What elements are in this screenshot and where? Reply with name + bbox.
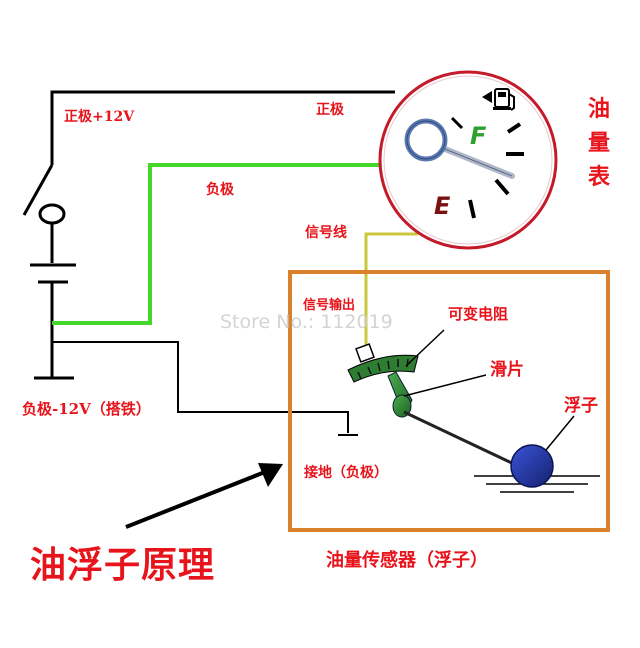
leader-variable-resistor [405,329,445,367]
gauge-tick [450,116,464,130]
pointer-arrow [125,463,283,529]
ground-wire [52,341,349,433]
negative-wire [52,163,382,325]
label-ground-negative: 接地（负极） [304,465,388,481]
watermark: Store No.: 112019 [220,311,393,333]
gauge-full-mark: F [470,122,487,150]
label-variable-resistor: 可变电阻 [448,305,509,323]
principle-title: 油浮子原理 [30,545,216,586]
gauge-title-char: 油 [587,96,610,122]
label-signal-output: 信号输出 [303,298,356,313]
leader-slider [403,374,487,397]
label-negative: 负极 [206,182,234,198]
gauge-needle [404,118,515,179]
label-signal-line: 信号线 [305,225,347,241]
signal-wire [364,232,418,350]
switch-blade [22,164,54,216]
label-float: 浮子 [564,396,598,416]
gauge-tick [506,122,522,134]
switch-contact [38,203,66,225]
gauge-tick [494,178,510,196]
gauge-tick [468,199,476,219]
gauge-title-char: 表 [587,164,610,190]
leader-float [545,415,575,451]
gauge-title-char: 量 [587,130,610,156]
label-positive-12v: 正极+12V [64,109,135,125]
gauge-empty-mark: E [434,192,451,220]
gauge-dial-inner-ring [383,75,553,245]
label-slider: 滑片 [490,360,524,380]
gauge-title: 油 量 表 [586,92,612,194]
label-positive: 正极 [316,102,344,118]
float-ball [510,444,554,488]
variable-resistor-shape [347,343,419,383]
fuel-pump-icon [482,88,515,111]
sensor-frame [288,270,610,532]
label-negative-12v-chassis: 负极-12V（搭铁） [22,400,151,418]
label-sensor-caption: 油量传感器（浮子） [326,550,488,571]
float-rod [403,410,517,467]
slider-arm [387,371,413,418]
positive-wire [50,90,395,165]
